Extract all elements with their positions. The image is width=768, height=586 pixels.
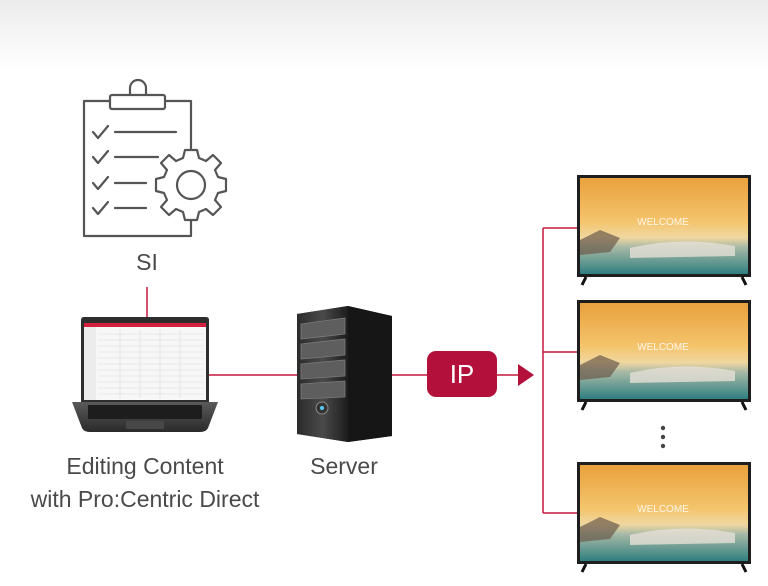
server-label: Server — [310, 453, 378, 479]
tv-welcome-text: WELCOME — [637, 504, 689, 515]
vertical-ellipsis-icon — [660, 425, 666, 449]
header-fade — [0, 0, 768, 70]
tv-welcome-text: WELCOME — [637, 217, 689, 228]
laptop-icon — [72, 317, 218, 432]
clipboard-gear-icon — [82, 78, 193, 238]
connector-lines — [146, 227, 577, 514]
tv-icon: WELCOME — [577, 462, 751, 573]
si-label: SI — [136, 249, 158, 275]
ip-badge: IP — [427, 351, 497, 397]
arrow-head-icon — [518, 364, 534, 386]
server-tower-icon — [297, 306, 392, 442]
tv-welcome-text: WELCOME — [637, 342, 689, 353]
editor-label-line2: with Pro:Centric Direct — [30, 486, 260, 512]
editor-label-line1: Editing Content — [66, 453, 224, 479]
gear-icon — [154, 148, 228, 222]
tv-icon: WELCOME — [577, 175, 751, 286]
tv-icon: WELCOME — [577, 300, 751, 411]
